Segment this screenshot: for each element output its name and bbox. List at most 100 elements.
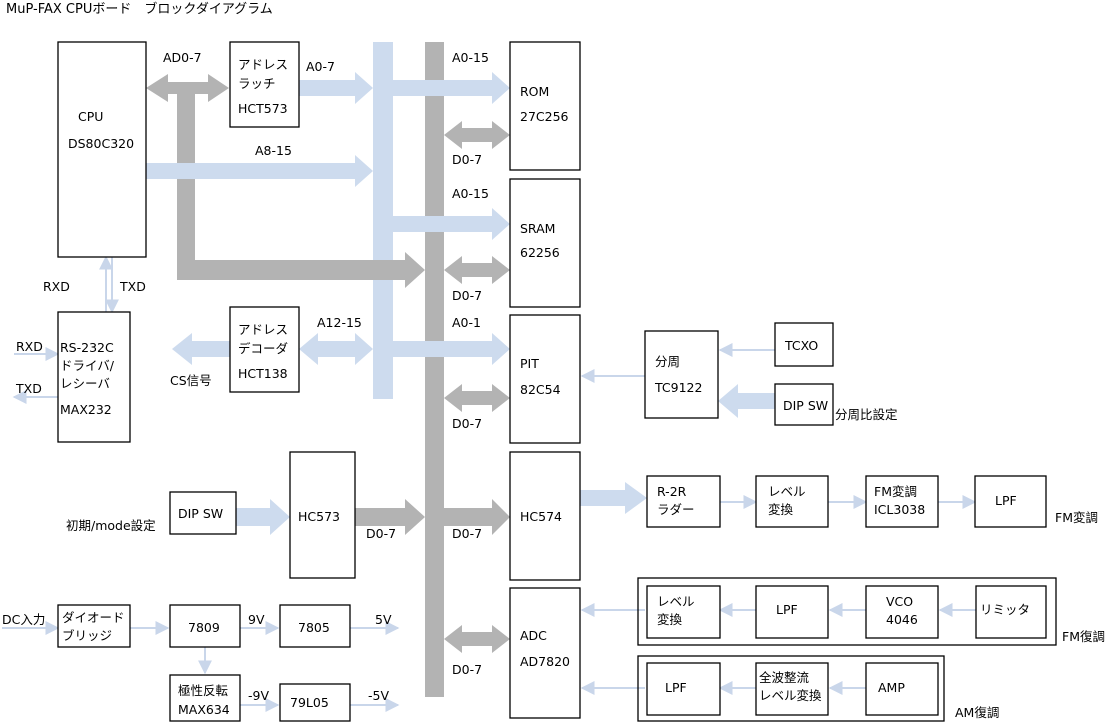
- latch-label-1: アドレス: [238, 57, 288, 72]
- dipsw-to-hc573-arrow: [236, 499, 290, 535]
- tcxo-label: TCXO: [784, 338, 818, 353]
- a015-rom-arrow: [393, 72, 510, 104]
- hc574-label: HC574: [520, 509, 562, 524]
- rxd-cpu-label: RXD: [43, 279, 70, 294]
- txd-cpu-label: TXD: [119, 279, 146, 294]
- fm-mod-block: [865, 475, 939, 528]
- diagram-title: MuP-FAX CPUボード ブロックダイアグラム: [6, 1, 273, 17]
- v9-label: 9V: [248, 612, 265, 627]
- a015-sram-arrow: [393, 208, 510, 240]
- d07-hc573-label: D0-7: [366, 526, 396, 541]
- cpu-label-2: DS80C320: [68, 136, 134, 151]
- divider-label-1: 分周: [655, 354, 680, 369]
- dc-in-label: DC入力: [2, 612, 45, 627]
- hc573-block: [289, 451, 356, 579]
- vco-block: [865, 585, 939, 639]
- adc-label-2: AD7820: [520, 654, 570, 669]
- pit-block: [509, 314, 581, 444]
- a1215-arrow: [299, 333, 373, 365]
- v5-label: 5V: [375, 612, 392, 627]
- latch-label-2: ラッチ: [238, 76, 276, 91]
- decoder-label-3: HCT138: [238, 366, 288, 381]
- dipsw-mode-label: DIP SW: [178, 506, 223, 521]
- bridge-label-1: ダイオード: [62, 610, 125, 625]
- a01-label: A0-1: [452, 315, 481, 330]
- div-set-label: 分周比設定: [835, 407, 898, 422]
- fm-mod-label-1: FM変調: [874, 484, 917, 499]
- rom-block: [509, 41, 581, 171]
- d07-rom-label: D0-7: [452, 152, 482, 167]
- rom-label-2: 27C256: [520, 109, 569, 124]
- bridge-label-2: ブリッジ: [62, 628, 112, 643]
- rom-label-1: ROM: [520, 84, 549, 99]
- a015-sram-label: A0-15: [452, 186, 489, 201]
- reg7809-block: [169, 604, 241, 648]
- a01-arrow: [393, 333, 510, 365]
- adc-label-1: ADC: [520, 628, 547, 643]
- d07-sram-label: D0-7: [452, 288, 482, 303]
- d07-adc-arrow: [444, 625, 510, 653]
- rs232-label-3: レシーバ: [60, 376, 110, 391]
- sram-label-1: SRAM: [520, 221, 555, 236]
- hc574-block: [509, 451, 581, 581]
- d07-sram-arrow: [444, 256, 510, 284]
- a07-arrow: [299, 72, 373, 104]
- r2r-label-1: R-2R: [657, 484, 687, 499]
- decoder-label-2: デコーダ: [238, 341, 288, 356]
- lpf-am-block: [646, 662, 721, 716]
- level-dem-label-2: 変換: [657, 612, 683, 627]
- level-fm-label-1: レベル: [768, 484, 806, 499]
- level-dem-label-1: レベル: [657, 594, 695, 609]
- inverter-label-2: MAX634: [178, 702, 230, 717]
- d07-adc-label: D0-7: [452, 662, 482, 677]
- level-fm-label-2: 変換: [768, 502, 794, 517]
- reg79l05-block: [279, 683, 351, 722]
- r2r-label-2: ラダー: [657, 502, 695, 517]
- rs232-label-4: MAX232: [60, 402, 112, 417]
- d07-hc573-arrow: [355, 499, 425, 535]
- a1215-label: A12-15: [317, 315, 362, 330]
- am-demod-group: [637, 655, 945, 722]
- adc-block: [509, 587, 581, 719]
- cs-arrow: [172, 333, 230, 365]
- rxd-ext-label: RXD: [16, 339, 43, 354]
- fm-mod-label-2: ICL3038: [874, 502, 925, 517]
- ad07-label: AD0-7: [163, 50, 202, 65]
- dipsw-to-divider-arrow: [718, 384, 775, 418]
- inverter-block: [169, 674, 241, 722]
- lpf-dem-label: LPF: [776, 602, 798, 617]
- decoder-label-1: アドレス: [238, 322, 288, 337]
- a07-label: A0-7: [306, 59, 335, 74]
- pit-label-1: PIT: [520, 356, 539, 371]
- address-bus: [373, 42, 393, 399]
- d07-pit-arrow: [444, 384, 510, 412]
- a815-arrow: [146, 155, 373, 187]
- reg79l05-label: 79L05: [290, 695, 329, 710]
- r2r-block: [646, 475, 721, 528]
- latch-label-3: HCT573: [238, 101, 288, 116]
- ad07-arrow: [146, 74, 229, 102]
- tcxo-block: [774, 322, 834, 367]
- am-demod-group-label: AM復調: [955, 705, 999, 720]
- cs-label: CS信号: [170, 373, 212, 388]
- lpf-am-label: LPF: [665, 680, 687, 695]
- rs232-block: [57, 311, 131, 443]
- rs232-label-1: RS-232C: [60, 340, 114, 355]
- rectifier-block: [755, 662, 829, 716]
- divider-label-2: TC9122: [654, 380, 702, 395]
- hc574-to-r2r-arrow: [580, 482, 647, 514]
- latch-block: [229, 41, 300, 128]
- cpu-block: [57, 41, 147, 258]
- d07-hc574-arrow: [444, 499, 510, 535]
- d07-hc574-label: D0-7: [452, 526, 482, 541]
- cpu-label-1: CPU: [78, 109, 103, 124]
- fm-mod-out-label: FM変調: [1055, 510, 1098, 525]
- sram-label-2: 62256: [520, 245, 560, 260]
- txd-ext-label: TXD: [15, 381, 42, 396]
- lpf-fm-label: LPF: [995, 493, 1017, 508]
- reg7805-label: 7805: [298, 620, 330, 635]
- decoder-block: [229, 306, 300, 393]
- limiter-label: リミッタ: [980, 602, 1030, 617]
- mode-set-label: 初期/mode設定: [66, 518, 156, 533]
